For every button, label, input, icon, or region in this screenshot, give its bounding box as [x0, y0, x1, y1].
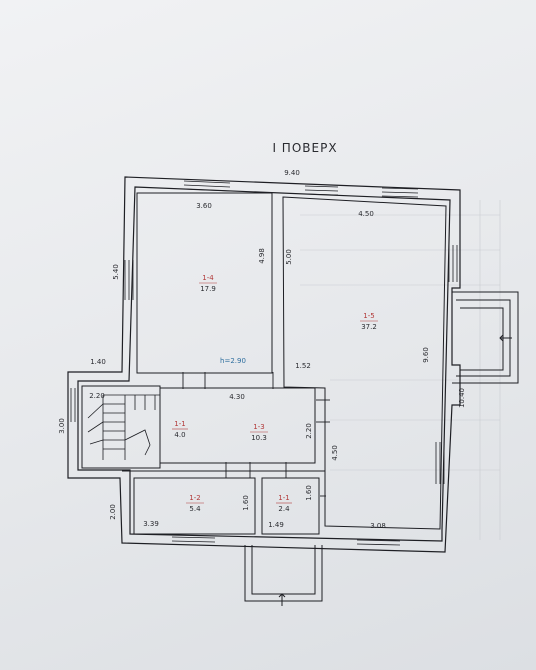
floor-title: I ПОВЕРХ: [272, 141, 337, 155]
dim-label: 1.52: [295, 362, 311, 370]
dim-label: 1.60: [305, 485, 313, 501]
dim-label: 4.98: [258, 248, 266, 264]
room-id: 1-4: [202, 274, 214, 282]
door-marks: [182, 372, 330, 497]
ceiling-height: h=2.90: [220, 357, 246, 365]
dim-label: 3.60: [196, 202, 212, 210]
dim-label: 5.00: [285, 249, 293, 265]
dim-label: 4.50: [358, 210, 374, 218]
dim-label: 3.08: [370, 522, 386, 530]
dim-label: 2.20: [89, 392, 105, 400]
room-1-5-outline: [282, 196, 447, 530]
dim-label: 4.50: [331, 445, 339, 461]
room-id: 1-2: [189, 494, 200, 502]
entrance-porch: [244, 545, 323, 606]
right-porch: [452, 291, 519, 384]
dim-label: 2.20: [305, 423, 313, 439]
room-id: 1-5: [363, 312, 374, 320]
dim-label: 10.40: [458, 388, 466, 408]
room-id: 1-1: [174, 420, 185, 428]
dim-label: 9.60: [422, 347, 430, 363]
dim-label: 5.40: [112, 264, 120, 280]
dim-label: 1.40: [90, 358, 106, 366]
dim-label: 1.60: [242, 495, 250, 511]
room-1-4-outline: [136, 192, 273, 374]
room-1-1-wc-outline: [261, 477, 320, 535]
room-area: 2.4: [278, 505, 290, 513]
room-area: 37.2: [361, 323, 377, 331]
room-area: 4.0: [174, 431, 185, 439]
room-id: 1-1: [278, 494, 289, 502]
staircase: [87, 394, 160, 460]
room-labels: 1-4 17.9 1-5 37.2 1-1 4.0 1-3 10.3 1-2 5…: [172, 274, 378, 513]
dim-label: 3.39: [143, 520, 159, 528]
dimension-labels: 9.40 3.60 4.50 5.40 4.98 5.00 9.60 10.40…: [58, 169, 466, 530]
dim-label: 9.40: [284, 169, 300, 177]
outer-walls: [67, 176, 461, 553]
dim-label: 1.49: [268, 521, 284, 529]
dim-label: 4.30: [229, 393, 245, 401]
room-1-2-outline: [133, 477, 256, 535]
dim-label: 2.00: [109, 504, 117, 520]
room-1-1-stairs-outline: [81, 385, 161, 469]
windows: [70, 180, 458, 546]
room-area: 10.3: [251, 434, 267, 442]
room-area: 5.4: [189, 505, 201, 513]
room-id: 1-3: [253, 423, 264, 431]
dim-label: 3.00: [58, 418, 66, 434]
room-area: 17.9: [200, 285, 216, 293]
